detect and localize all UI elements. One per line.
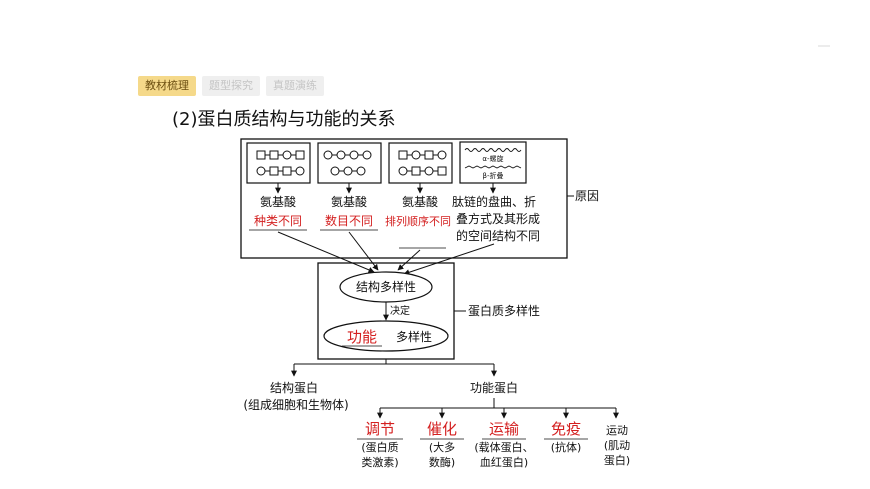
amino-acid-number-icon [317,142,382,184]
function-regulation: 调节 [365,420,395,438]
structure-diversity-label: 结构多样性 [356,279,416,294]
structural-protein-label: 结构蛋白 [270,380,318,395]
amino-acid-order-icon [388,142,453,184]
tab-question-types[interactable]: 题型探究 [202,76,260,96]
function-immunity: 免疫 [551,420,581,438]
helix-label: α-螺旋 [482,154,503,163]
diagram-svg: α-螺旋 β-折叠 氨基酸 种类不同 氨基酸 数目不同 氨基酸 排列顺序不同 肽… [240,138,630,469]
function-catalysis-desc2: 数酶) [429,456,455,469]
protein-diversity-label: 蛋白质多样性 [468,303,540,318]
cause-1-line1: 氨基酸 [260,194,296,209]
cause-4-line2: 叠方式及其形成 [456,211,540,226]
cause-1-line2: 种类不同 [254,214,302,228]
function-diversity-node [323,320,449,352]
tab-exam-practice[interactable]: 真题演练 [266,76,324,96]
function-immunity-desc1: (抗体) [551,440,582,454]
function-movement-desc2: 蛋白) [604,453,630,467]
function-movement-desc1: (肌动 [604,439,630,452]
function-word: 功能 [347,328,377,346]
amino-acid-type-icon [246,142,311,184]
cause-4-line3: 的空间结构不同 [456,228,540,243]
diversity-suffix: 多样性 [396,329,432,344]
helix-sheet-icon: α-螺旋 β-折叠 [459,141,527,184]
tab-textbook-review[interactable]: 教材梳理 [138,76,196,96]
function-movement: 运动 [606,424,628,437]
cause-frame [240,138,568,259]
structural-protein-examples: (组成细胞和生物体) [243,398,348,412]
cause-4-line1: 肽链的盘曲、折 [452,194,536,209]
sheet-label: β-折叠 [483,171,504,180]
function-regulation-desc1: (蛋白质 [361,440,398,454]
cause-3-line2: 排列顺序不同 [385,214,451,228]
corner-decoration-icon [818,45,830,47]
section-tabs: 教材梳理 题型探究 真题演练 [138,76,324,96]
page-title: (2)蛋白质结构与功能的关系 [172,109,396,130]
function-catalysis-desc1: (大多 [429,440,455,454]
cause-2-line1: 氨基酸 [331,194,367,209]
function-regulation-desc2: 类激素) [361,455,398,469]
reason-label: 原因 [575,189,599,203]
function-transport-desc1: (载体蛋白、 [474,440,533,454]
function-catalysis: 催化 [427,420,457,438]
cause-3-line1: 氨基酸 [402,194,438,209]
function-transport-desc2: 血红蛋白) [480,455,528,469]
cause-2-line2: 数目不同 [325,213,373,228]
function-transport: 运输 [489,420,519,438]
functional-protein-label: 功能蛋白 [470,380,518,395]
decides-label: 决定 [390,304,410,317]
protein-structure-function-diagram: α-螺旋 β-折叠 氨基酸 种类不同 氨基酸 数目不同 氨基酸 排列顺序不同 肽… [236,136,632,470]
